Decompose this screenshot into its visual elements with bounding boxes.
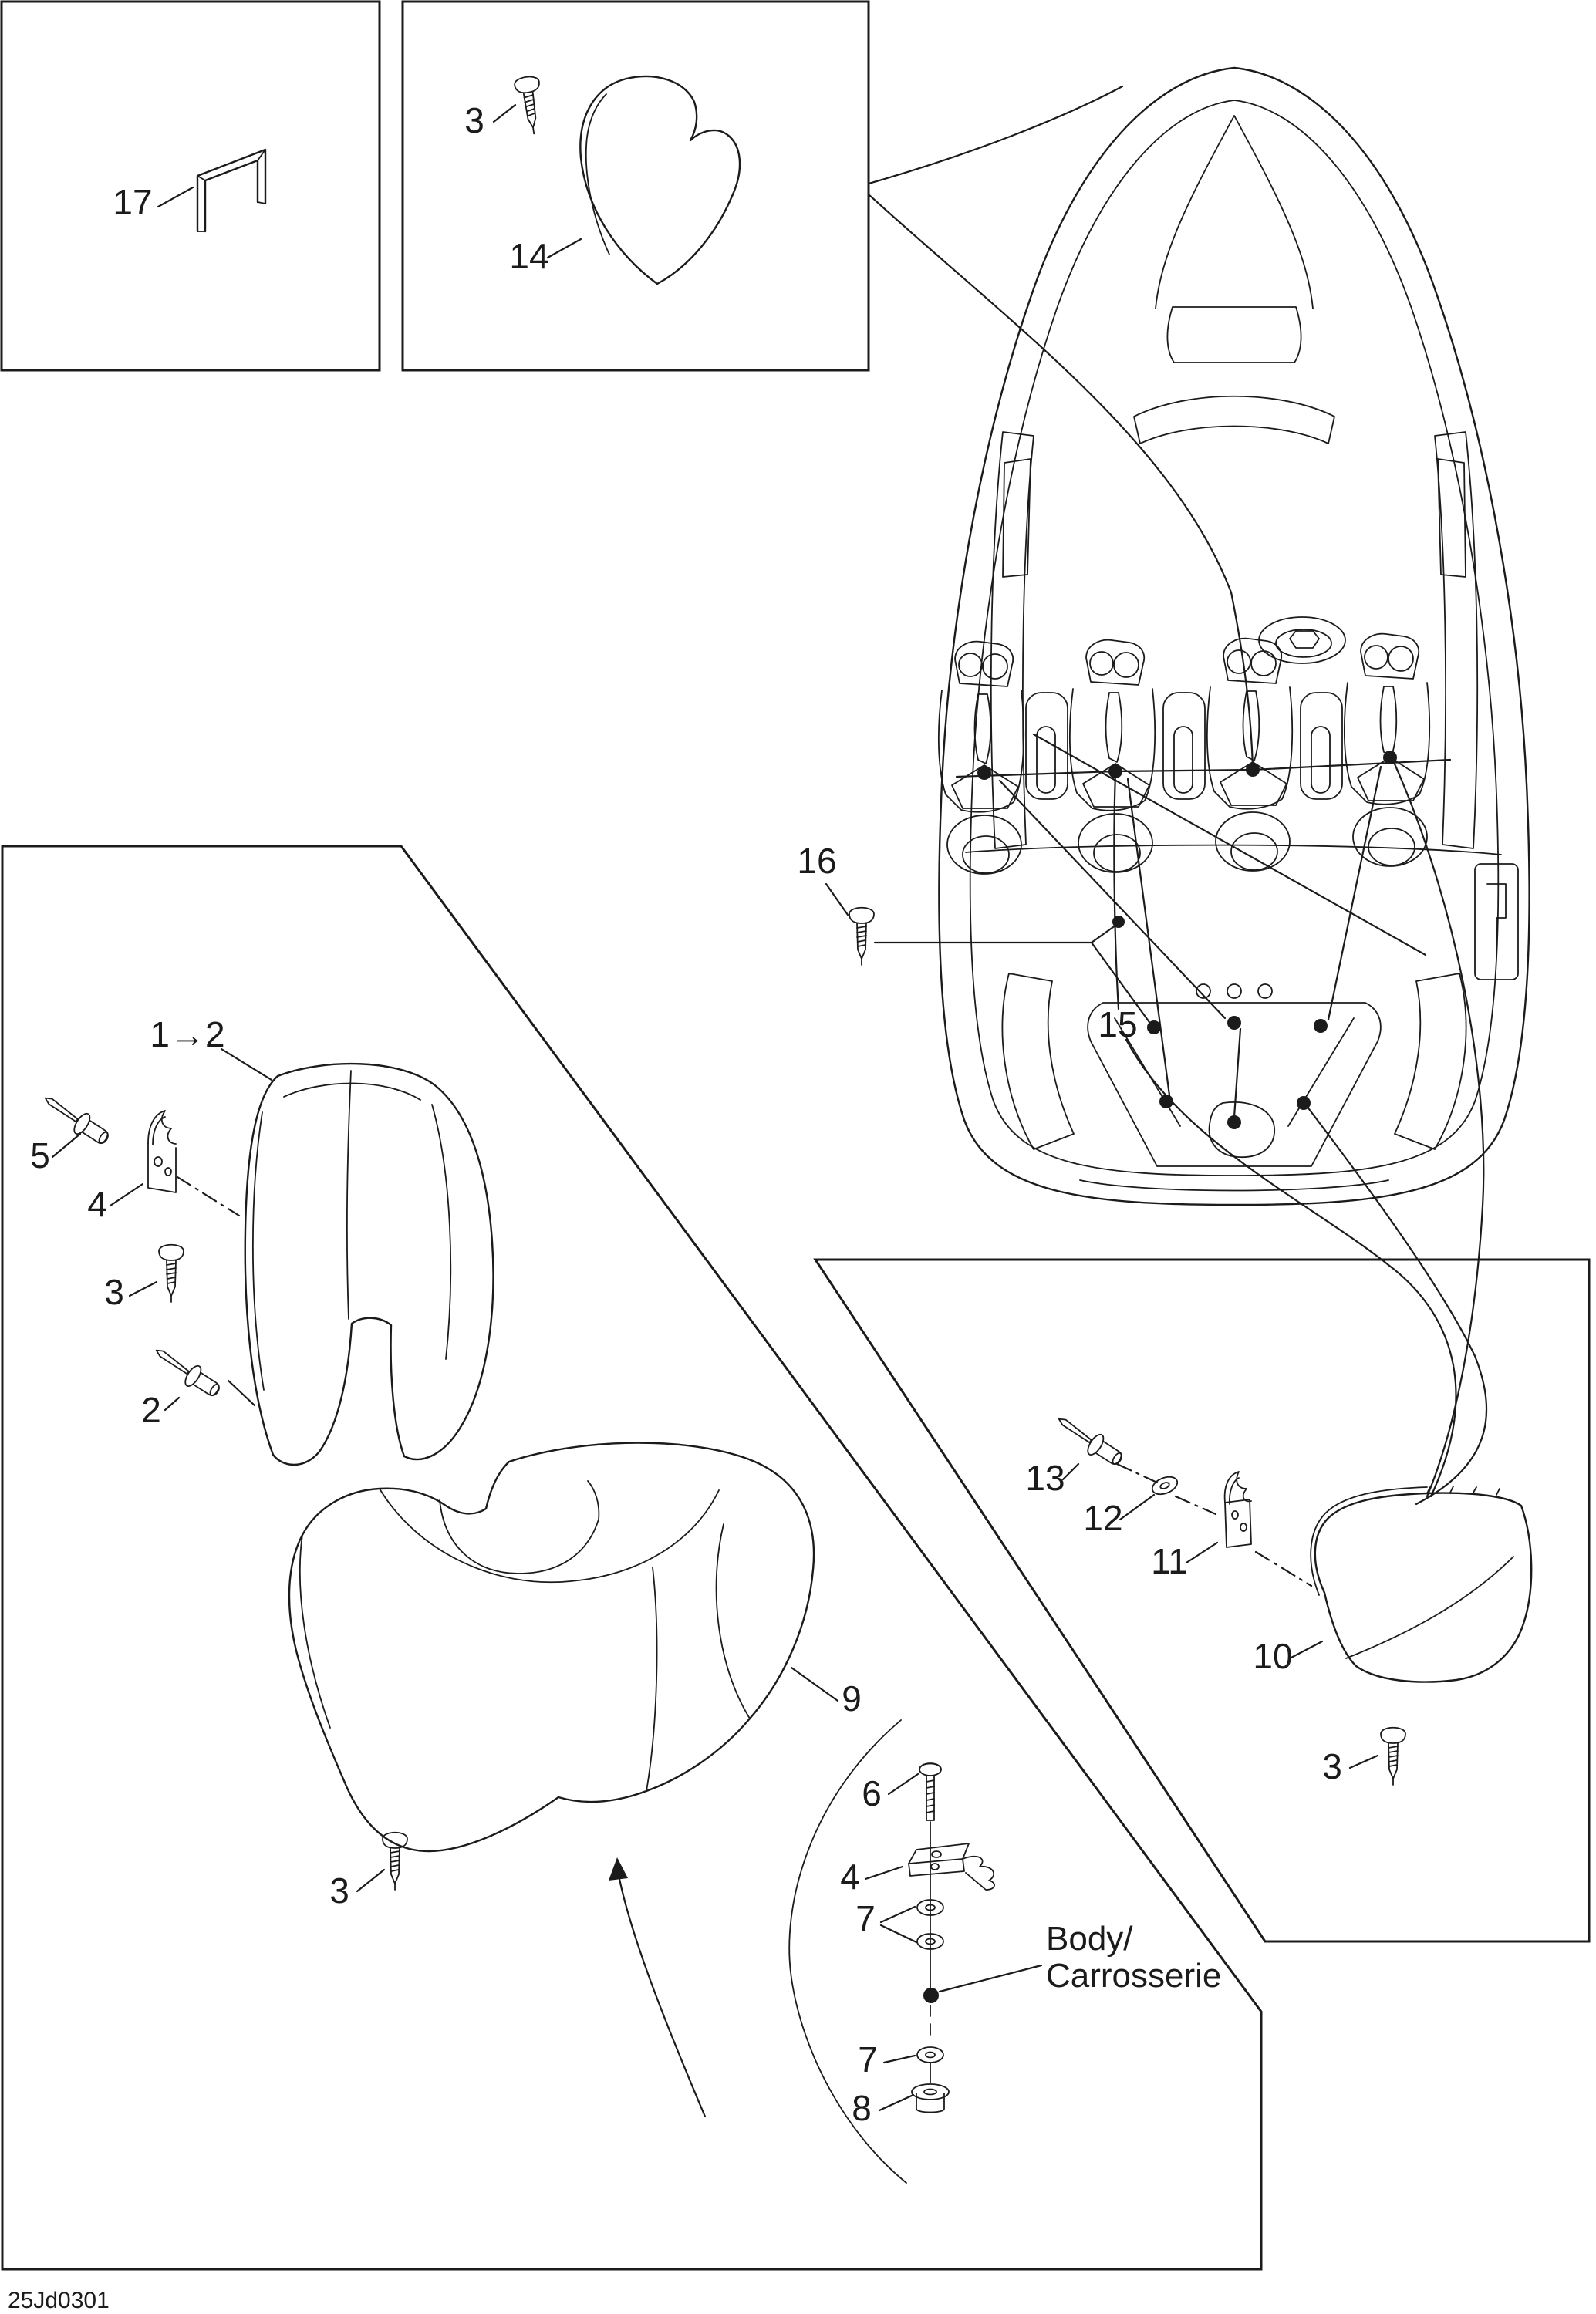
right-rail: [1434, 431, 1479, 849]
hull-outline: [938, 66, 1530, 1206]
callout-3-top: 3: [464, 100, 484, 140]
leader-curve-pad-to-bow: [867, 85, 1124, 185]
inset-boxes: [0, 0, 1591, 2271]
heart-pad-illustration: [579, 75, 741, 285]
box-seat-assembly: [1, 845, 1263, 2271]
leader-16-line: [873, 922, 1152, 1026]
callout-3-left: 3: [104, 1272, 124, 1312]
fuel-cap: [1258, 616, 1346, 664]
callout-13: 13: [1025, 1458, 1065, 1498]
seat-cushion-illustration: [288, 1442, 815, 1853]
screw-glyph-16: [849, 906, 875, 966]
axis-bracket4-left: [176, 1176, 241, 1217]
side-pad-illustration: [1310, 1486, 1533, 1683]
leader-curve-hull-to-pad-1: [1392, 759, 1485, 1498]
body-label-line2: Carrosserie: [1046, 1957, 1221, 1995]
callout-4-bottom: 4: [840, 1857, 860, 1897]
bow-trim-band: [1133, 395, 1335, 444]
callout-15: 15: [1098, 1004, 1137, 1044]
callout-5: 5: [30, 1135, 50, 1176]
bolt-glyph-6: [919, 1762, 942, 1821]
callout-1-to-2: 1→2: [150, 1014, 224, 1054]
callout-3-seat: 3: [329, 1870, 349, 1911]
leader-15-down: [1125, 1038, 1457, 1498]
box-heart-pad: [401, 0, 870, 372]
staple-illustration: [196, 148, 267, 233]
callout-leaders: [51, 103, 1379, 2112]
box-staple: [0, 0, 381, 372]
callout-7-upper: 7: [855, 1898, 876, 1938]
leader-curve-pad-to-deck: [867, 193, 1254, 768]
callout-4-left: 4: [87, 1184, 107, 1224]
install-arrow: [609, 1857, 707, 2118]
deck-outline: [969, 100, 1500, 1176]
watercraft-top-view: [937, 66, 1530, 1206]
body-attachment-dot: [923, 1988, 939, 2003]
axis-pad-assembly: [1115, 1462, 1313, 1587]
callout-16: 16: [797, 841, 836, 881]
backrest-illustration: [244, 1062, 494, 1466]
leader-curve-hull-to-pad-2: [1305, 1105, 1488, 1506]
callout-10: 10: [1253, 1636, 1292, 1676]
figure-code: 25Jd0301: [8, 2288, 110, 2313]
callout-3-right: 3: [1322, 1746, 1342, 1786]
bracket-glyph-4-left: [147, 1110, 177, 1193]
body-label-line1: Body/: [1046, 1920, 1133, 1958]
callout-2: 2: [141, 1390, 161, 1430]
left-rail: [990, 431, 1034, 849]
bow-hatch: [1166, 306, 1302, 363]
stern-latch: [1474, 863, 1519, 980]
callout-7-lower: 7: [858, 2039, 878, 2080]
leader-15-up: [1113, 773, 1120, 1010]
bow-seams: [1155, 115, 1314, 309]
callout-6: 6: [862, 1773, 882, 1813]
callout-9: 9: [842, 1678, 862, 1719]
callout-12: 12: [1083, 1498, 1122, 1538]
washer-glyph-12: [1149, 1472, 1181, 1499]
callout-11: 11: [1151, 1541, 1188, 1581]
callout-14: 14: [509, 236, 548, 276]
box-side-pad: [813, 1258, 1591, 1943]
callout-8: 8: [852, 2088, 872, 2128]
bracket-glyph-4-bottom: [908, 1843, 995, 1891]
screw-glyph-right: [1380, 1726, 1406, 1786]
bracket-glyph-11: [1223, 1471, 1252, 1548]
seat-wells: [937, 632, 1431, 875]
mounting-dots: [955, 733, 1452, 1129]
detail-arc: [788, 1719, 907, 2184]
callout-17: 17: [113, 182, 152, 222]
screw-glyph-top: [513, 74, 547, 137]
washer-glyph-7c: [916, 2046, 944, 2063]
screw-glyph-left: [158, 1243, 184, 1303]
screw-glyph-seat: [382, 1831, 408, 1891]
wellnut-glyph-8: [911, 2083, 950, 2113]
